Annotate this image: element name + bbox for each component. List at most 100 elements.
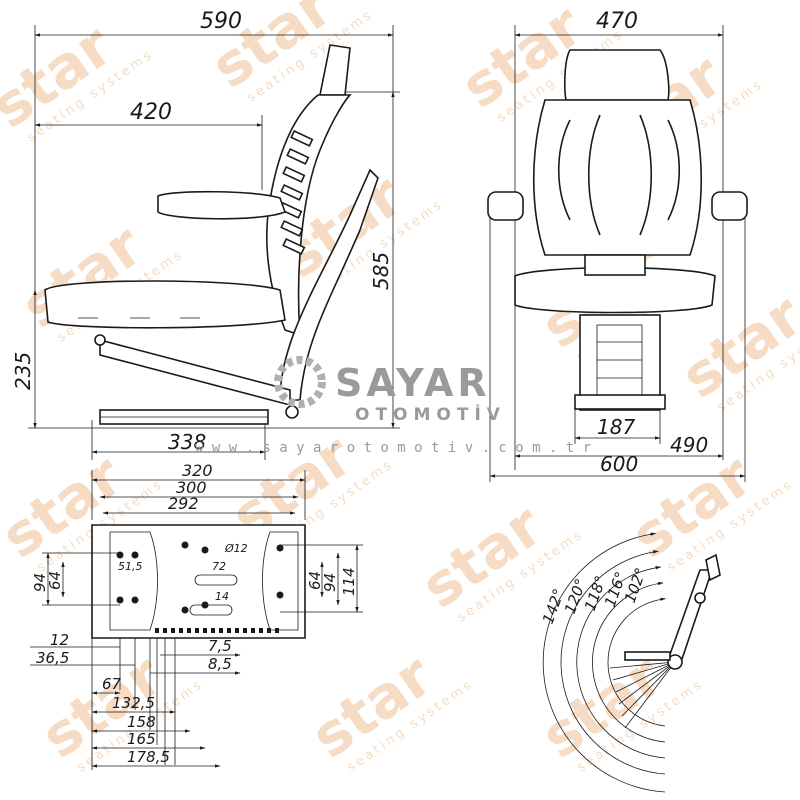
front-view: 470 187 490 600	[487, 9, 748, 482]
front-backrest	[533, 99, 702, 256]
side-view: 590 420 585 235 338	[11, 9, 400, 460]
front-base-rail	[574, 394, 666, 410]
backrest-slats	[279, 129, 314, 255]
front-armrest-right	[711, 191, 748, 221]
adjust-hole	[267, 628, 271, 633]
adjust-hole	[171, 628, 175, 633]
dim-left-94: 94	[31, 573, 49, 592]
scissor-link	[99, 338, 291, 407]
dim-bottom-67: 67	[102, 675, 122, 693]
adjust-hole	[211, 628, 215, 633]
backrest-groove-right-inner	[639, 114, 653, 236]
adjust-hole	[203, 628, 207, 633]
backrest-groove-left-inner	[587, 114, 601, 236]
dim-bottom-165: 165	[127, 730, 156, 748]
recline-position-line	[615, 661, 676, 693]
plate-cutout-left	[109, 531, 158, 631]
recline-position-line	[621, 661, 676, 717]
pivot-rear	[285, 405, 299, 419]
dim-plate-300: 300	[176, 478, 207, 497]
dim-width-overall-front: 600	[600, 452, 638, 476]
backrest-groove-left-outer	[558, 119, 571, 221]
recline-arc	[542, 532, 666, 793]
front-seat-cushion	[514, 266, 716, 314]
dim-width-top: 470	[596, 9, 638, 34]
adjust-hole	[219, 628, 223, 633]
front-suspension	[579, 314, 661, 411]
dim-inner-bottom: 14	[215, 590, 229, 603]
adjustment-hole-row	[155, 628, 279, 633]
recline-position-line	[609, 661, 676, 669]
adjust-hole	[243, 628, 247, 633]
plate-cutout-right	[262, 531, 299, 631]
dim-inner-left: 51,5	[118, 560, 143, 573]
dim-right-64: 64	[306, 571, 324, 590]
dim-offset-36-5: 36,5	[36, 649, 69, 667]
recline-seat-pan	[624, 651, 671, 661]
front-seat-bracket	[584, 254, 646, 276]
dim-left-64: 64	[46, 571, 64, 590]
company-subtitle: OTOMOTİV	[355, 403, 506, 425]
armrest	[157, 190, 287, 220]
recline-angle-view: 142°120°118°116°102°	[539, 532, 721, 793]
slot-lower	[189, 604, 233, 616]
dim-bottom-132-5: 132,5	[112, 694, 155, 712]
dim-bottom-158: 158	[127, 713, 156, 731]
seat-cushion	[44, 280, 286, 329]
recline-backrest-frame	[666, 569, 714, 667]
company-website: w w w . s a y a r o t o m o t i v . c o …	[195, 440, 591, 456]
dim-height-backrest: 585	[369, 252, 393, 290]
recline-angle-labels: 142°120°118°116°102°	[539, 565, 650, 626]
recline-position-line	[618, 661, 676, 705]
dim-offset-12: 12	[50, 631, 69, 649]
adjust-hole	[251, 628, 255, 633]
front-armrest-left	[487, 191, 524, 221]
backrest-groove-right-outer	[667, 119, 680, 221]
recline-arc	[560, 550, 666, 775]
adjust-hole	[259, 628, 263, 633]
adjust-hole	[179, 628, 183, 633]
base-plate-view: 320 300 292 Ø12 51,5 72 14 94 64	[30, 461, 363, 770]
dim-bottom-178-5: 178,5	[127, 748, 170, 766]
dim-pitch-8-5: 8,5	[208, 655, 232, 673]
dim-pitch-7-5: 7,5	[208, 637, 232, 655]
dim-plate-320: 320	[182, 461, 213, 480]
adjust-hole	[187, 628, 191, 633]
slot-upper	[194, 574, 238, 586]
adjust-hole	[155, 628, 159, 633]
sayar-logo: SAYAR OTOMOTİV w w w . s a y a r o t o m…	[195, 356, 591, 456]
dim-height-seat: 235	[11, 352, 35, 390]
dim-width-armrest: 490	[670, 433, 708, 457]
dim-right-114: 114	[340, 567, 358, 596]
gear-icon	[274, 356, 326, 408]
dim-width-seat: 420	[130, 100, 172, 125]
recline-position-line	[624, 661, 676, 729]
adjust-hole	[227, 628, 231, 633]
recline-arcs	[542, 532, 676, 793]
dim-right-94: 94	[321, 573, 339, 592]
dim-width-overall: 590	[200, 9, 242, 34]
adjust-hole	[235, 628, 239, 633]
dim-plate-292: 292	[168, 494, 199, 513]
company-name: SAYAR	[335, 361, 491, 405]
recline-arc	[576, 566, 666, 759]
adjust-hole	[163, 628, 167, 633]
recline-arc	[592, 581, 666, 743]
recline-headrest	[705, 553, 721, 582]
adjust-hole	[275, 628, 279, 633]
recline-pivot-upper	[694, 592, 706, 604]
dim-inner-mid: 72	[212, 560, 226, 573]
adjust-hole	[195, 628, 199, 633]
front-headrest	[564, 49, 670, 101]
recline-pivot-lower	[667, 654, 683, 670]
recline-angle-label: 102°	[621, 565, 650, 605]
pivot-front	[94, 334, 106, 346]
dim-width-base: 187	[597, 415, 635, 439]
dim-hole-diameter: Ø12	[224, 542, 248, 555]
recline-position-line	[612, 661, 676, 681]
dim-depth-base: 338	[168, 430, 206, 454]
recline-arc	[607, 597, 666, 727]
